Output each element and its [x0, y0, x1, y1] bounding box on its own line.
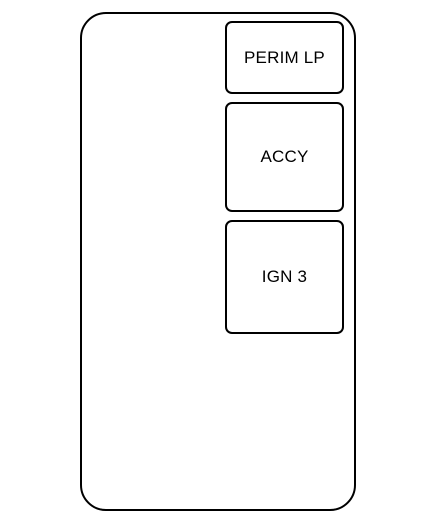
fuse-slot-ign-3: IGN 3: [225, 220, 344, 334]
fuse-slot-label: IGN 3: [261, 267, 308, 286]
fuse-slot-label: PERIM LP: [244, 47, 325, 67]
fuse-slot-label: ACCY: [260, 147, 309, 166]
fuse-slot-accy: ACCY: [225, 102, 344, 212]
fuse-slot-perim-lp: PERIM LP: [225, 21, 344, 94]
